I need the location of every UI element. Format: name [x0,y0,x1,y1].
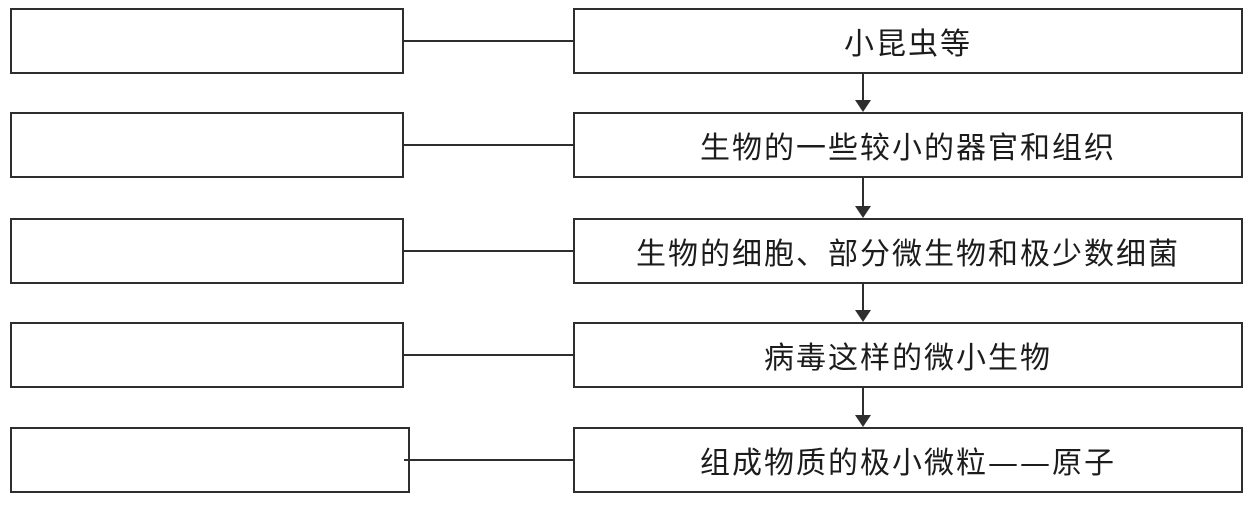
left-blank-box [10,218,404,284]
arrow-head [855,100,871,112]
left-blank-box [10,322,404,388]
connector-line [404,354,573,356]
arrow-down-icon [855,178,871,218]
connector-line [404,144,573,146]
right-label-box: 生物的细胞、部分微生物和极少数细菌 [573,218,1243,284]
left-blank-box [10,112,404,178]
arrow-shaft [862,388,864,416]
arrow-head [855,206,871,218]
left-blank-box [10,427,410,493]
arrow-shaft [862,178,864,207]
right-label-box: 病毒这样的微小生物 [573,322,1243,388]
arrow-head [855,310,871,322]
right-label-box: 小昆虫等 [573,8,1243,74]
arrow-shaft [862,74,864,101]
arrow-down-icon [855,74,871,112]
connector-line [404,40,573,42]
arrow-down-icon [855,388,871,427]
right-label-box: 生物的一些较小的器官和组织 [573,112,1243,178]
right-label-box: 组成物质的极小微粒——原子 [573,427,1243,493]
arrow-down-icon [855,284,871,322]
connector-line [404,250,573,252]
arrow-shaft [862,284,864,311]
left-blank-box [10,8,404,74]
connector-line [404,459,573,461]
arrow-head [855,415,871,427]
